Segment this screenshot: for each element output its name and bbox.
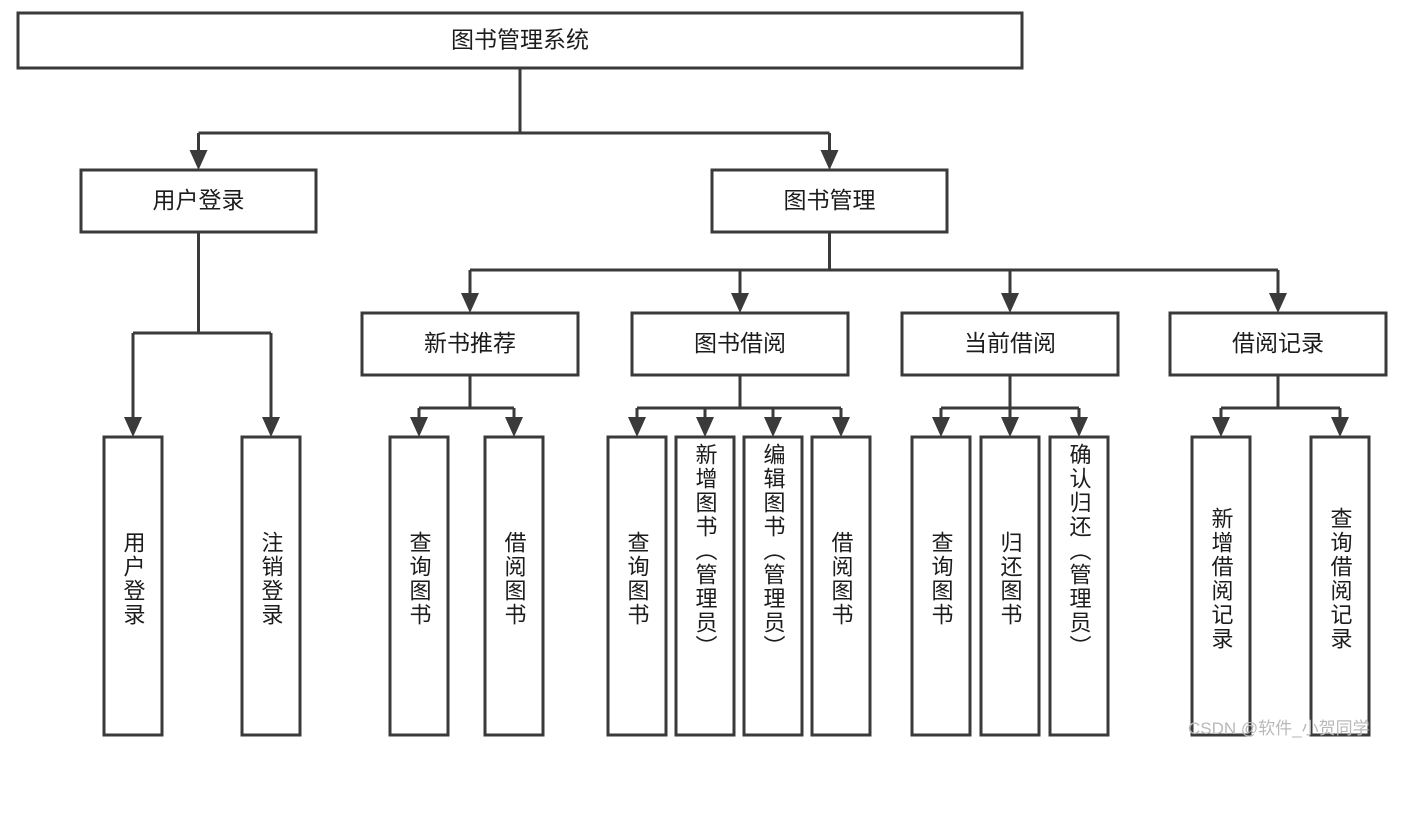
node-l2-1[interactable] [630, 311, 850, 377]
node-l2-2-label: 当前借阅 [964, 330, 1056, 356]
arrow-head-icon [764, 417, 782, 437]
leaf-box-9[interactable] [979, 435, 1041, 737]
arrow-head-icon [932, 417, 950, 437]
arrow-head-icon [1212, 417, 1230, 437]
leaf-box-10[interactable] [1048, 435, 1110, 737]
node-root[interactable] [16, 11, 1024, 70]
arrow-head-icon [410, 417, 428, 437]
arrow-head-icon [820, 150, 839, 170]
arrow-head-icon [696, 417, 714, 437]
arrow-head-icon [262, 417, 280, 437]
arrow-head-icon [189, 150, 208, 170]
leaf-box-7[interactable] [810, 435, 872, 737]
arrow-head-icon [1070, 417, 1088, 437]
arrow-head-icon [124, 417, 142, 437]
node-l2-3[interactable] [1168, 311, 1388, 377]
leaf-box-3[interactable] [483, 435, 545, 737]
leaf-box-5[interactable] [674, 435, 736, 737]
node-l1-0[interactable] [79, 168, 318, 234]
arrow-head-icon [1269, 293, 1287, 313]
watermark-text: CSDN @软件_小贺同学 [1188, 719, 1370, 738]
leaf-box-8[interactable] [910, 435, 972, 737]
node-l2-0[interactable] [360, 311, 580, 377]
node-l1-1[interactable] [710, 168, 949, 234]
leaf-box-11[interactable] [1190, 435, 1252, 737]
arrow-head-icon [1331, 417, 1349, 437]
node-l1-0-label: 用户登录 [153, 187, 245, 213]
arrow-head-icon [731, 293, 749, 313]
arrow-head-icon [628, 417, 646, 437]
node-l2-1-label: 图书借阅 [694, 330, 786, 356]
leaf-box-4[interactable] [606, 435, 668, 737]
arrow-head-icon [505, 417, 523, 437]
leaf-box-1[interactable] [240, 435, 302, 737]
node-root-label: 图书管理系统 [451, 27, 589, 53]
leaf-box-12[interactable] [1309, 435, 1371, 737]
arrow-head-icon [461, 293, 479, 313]
node-l2-3-label: 借阅记录 [1232, 330, 1324, 356]
node-l2-0-label: 新书推荐 [424, 330, 516, 356]
node-l2-2[interactable] [900, 311, 1120, 377]
leaf-box-0[interactable] [102, 435, 164, 737]
arrow-head-icon [1001, 417, 1019, 437]
diagram-canvas: 图书管理系统用户登录图书管理新书推荐图书借阅当前借阅借阅记录 用户登录注销登录查… [16, 11, 1388, 738]
leaf-box-6[interactable] [742, 435, 804, 737]
leaf-box-2[interactable] [388, 435, 450, 737]
connector-layer [124, 68, 1349, 437]
node-l1-1-label: 图书管理 [784, 187, 876, 213]
arrow-head-icon [1001, 293, 1019, 313]
arrow-head-icon [832, 417, 850, 437]
